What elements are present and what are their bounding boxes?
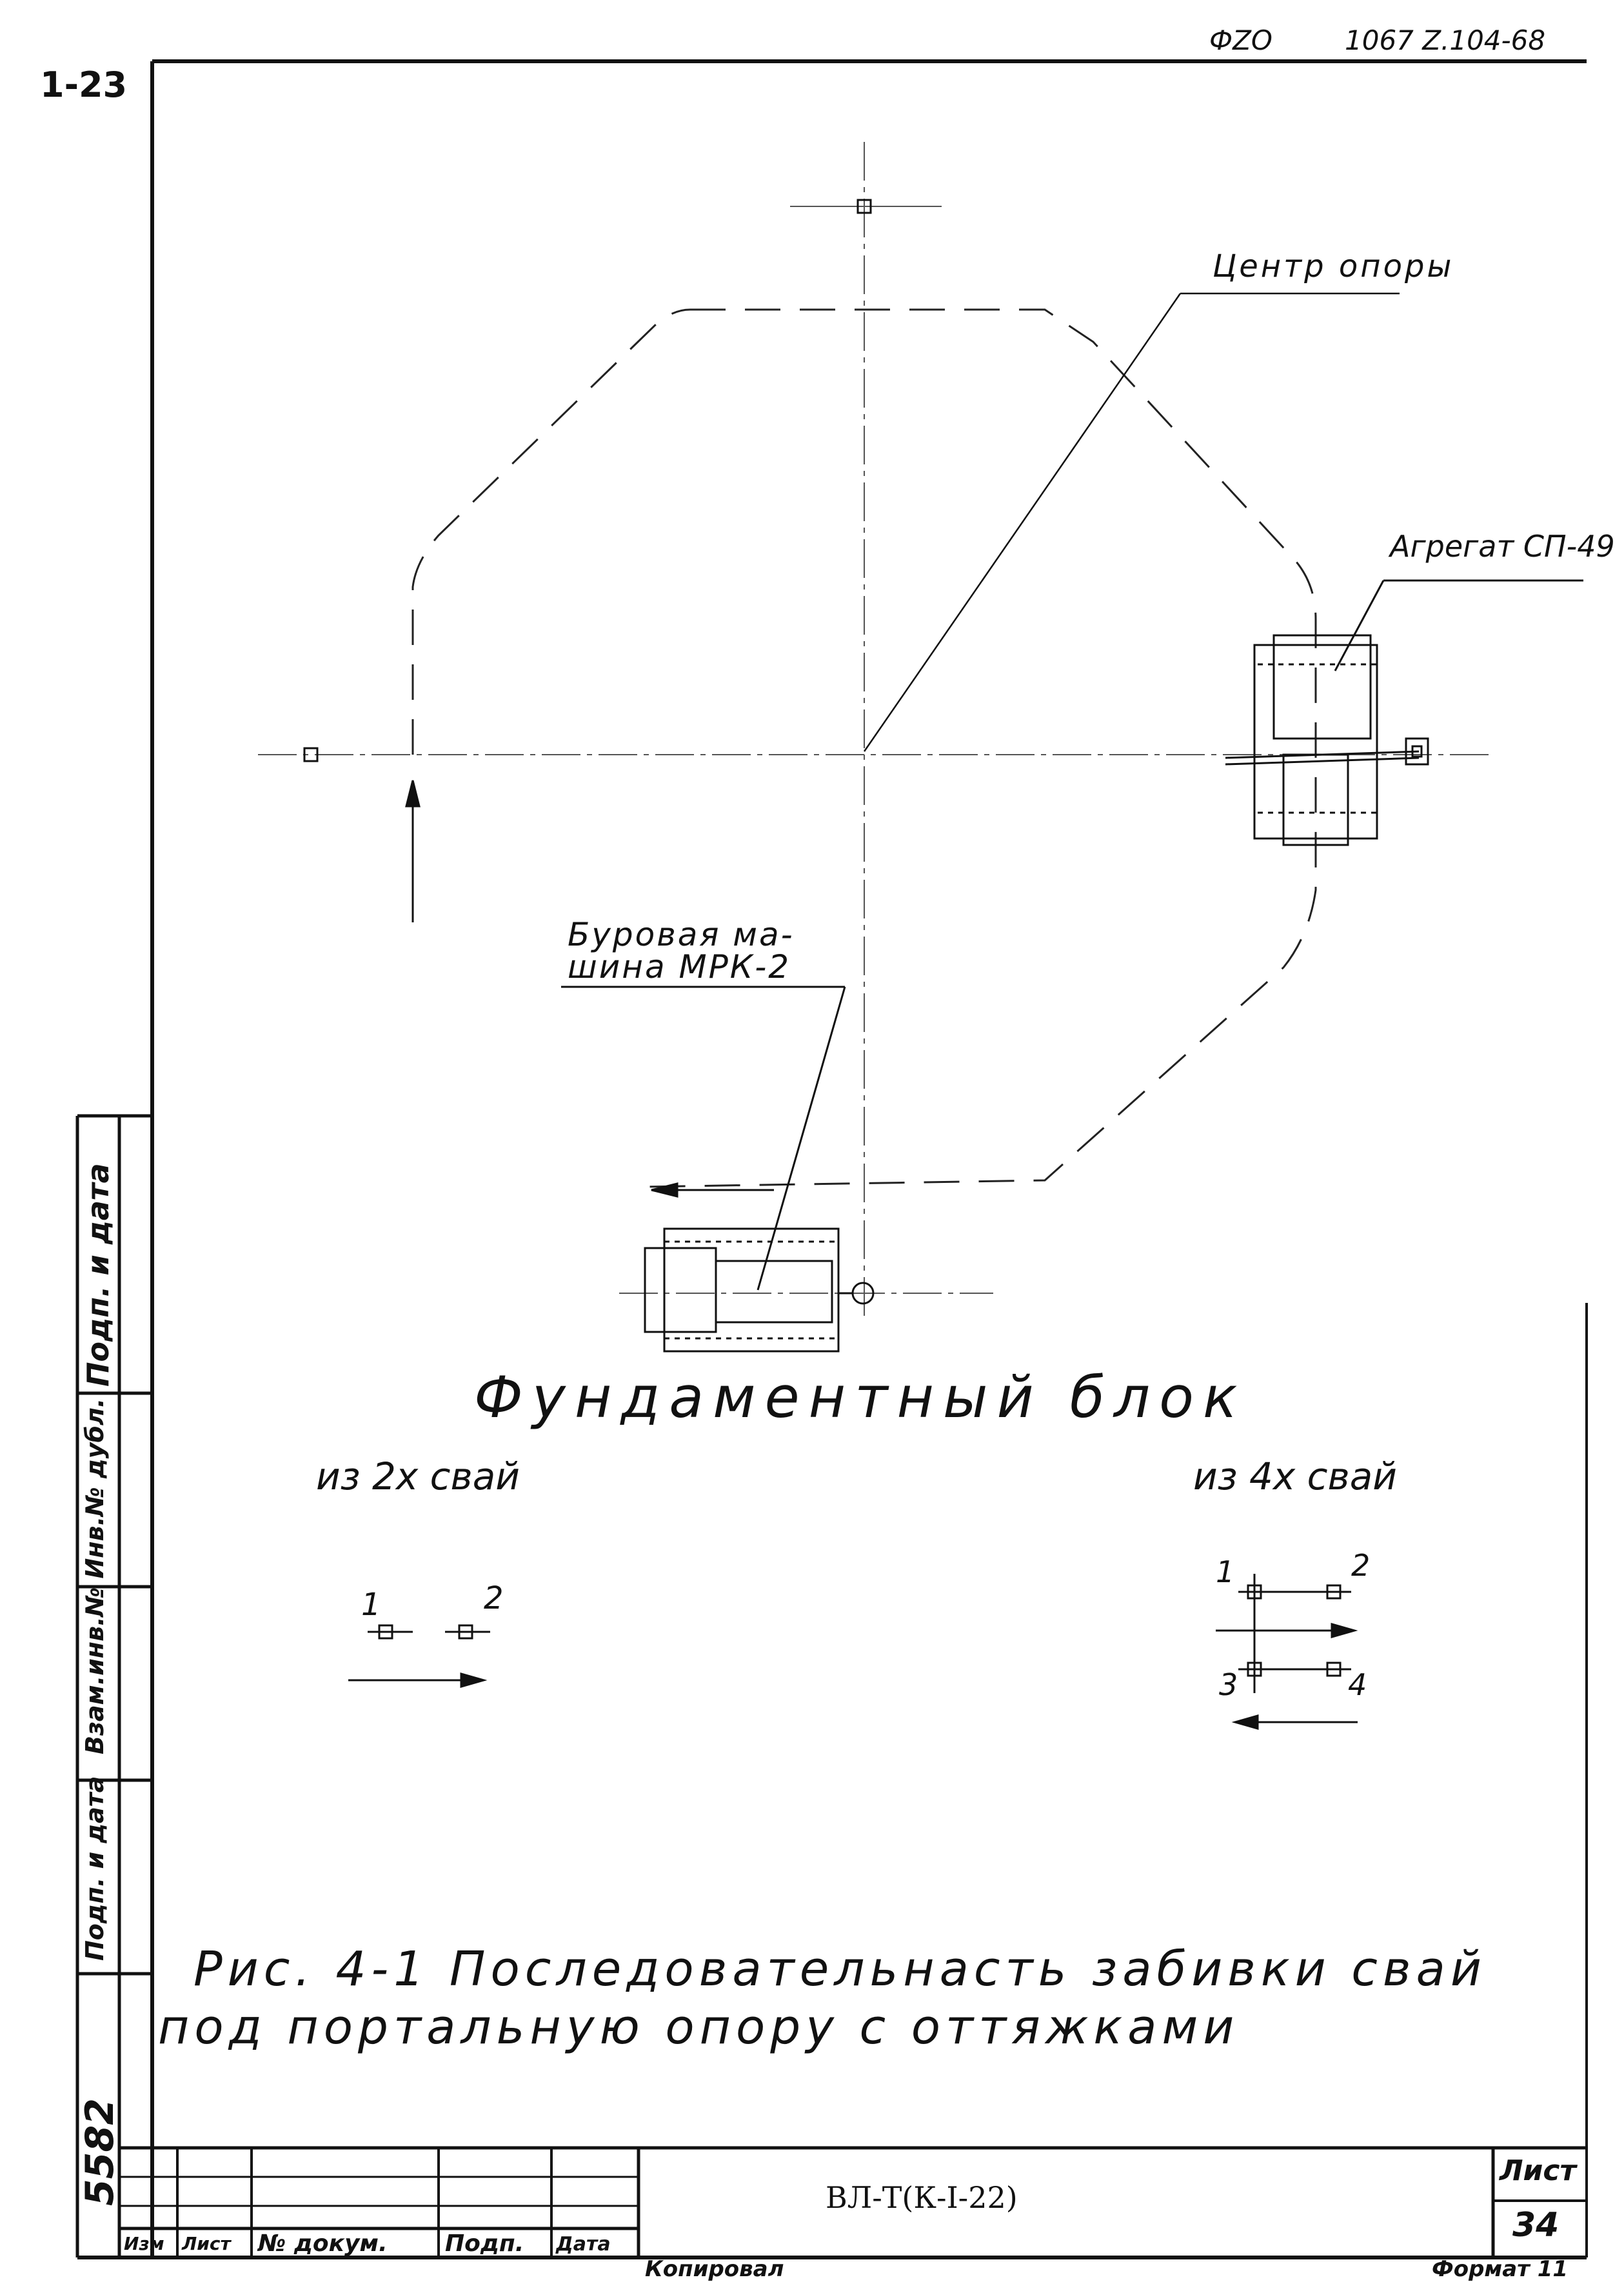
pile-number-1: 1 <box>1216 1554 1235 1589</box>
foundation-block-title: Фундаментный блок <box>474 1364 1247 1431</box>
drill-machine-mrk2 <box>561 986 875 1353</box>
margin-exchange-label: Взам.инв.№ Инв.№ дубл. <box>81 1398 109 1754</box>
column-sign: Подп. <box>445 2230 524 2257</box>
sheet-label: Лист <box>1500 2154 1576 2187</box>
support-center-leader <box>863 292 1400 752</box>
sheet-number: 34 <box>1512 2206 1560 2245</box>
margin-inventory-number: 5582 <box>77 2098 123 2206</box>
column-change: Изм <box>124 2233 164 2254</box>
column-sheet: Лист <box>182 2233 231 2254</box>
center-axes <box>258 142 1490 1316</box>
column-doc-no: № докум. <box>258 2230 388 2257</box>
corner-mark: 1-23 <box>40 64 128 105</box>
pile-number-2: 2 <box>484 1580 504 1616</box>
pile-number-4: 4 <box>1348 1667 1367 1702</box>
four-pile-scheme <box>1216 1574 1358 1730</box>
support-center-label: Центр опоры <box>1213 248 1454 284</box>
document-code: ВЛ-Т(К-I-22) <box>826 2180 1018 2215</box>
two-pile-scheme <box>348 1624 490 1688</box>
figure-caption-line1: Рис. 4-1 Последовательнасть забивки свай <box>193 1941 1487 1997</box>
two-piles-heading: из 2х свай <box>316 1454 520 1498</box>
pile-number-2: 2 <box>1351 1548 1371 1583</box>
margin-sign-date-label-2: Подп. и дата <box>81 1776 109 1961</box>
four-piles-heading: из 4х свай <box>1193 1454 1397 1498</box>
unit-sp49-machine <box>1225 579 1583 846</box>
left-margin-stamp <box>75 1114 152 2257</box>
pile-marker-left <box>303 747 319 762</box>
pile-number-1: 1 <box>361 1587 381 1623</box>
pile-number-3: 3 <box>1219 1667 1238 1702</box>
margin-sign-date-label: Подп. и дата <box>81 1163 115 1387</box>
drill-machine-label-line2: шина МРК-2 <box>568 948 791 986</box>
drawing-frame <box>77 59 1588 2259</box>
top-right-number: 1067 Z.104-68 <box>1345 25 1546 56</box>
drill-machine-label-line1: Буровая ма- <box>568 916 795 953</box>
pile-marker-top <box>857 199 872 214</box>
column-date: Дата <box>556 2233 611 2256</box>
direction-arrow-up <box>405 780 421 922</box>
title-block <box>119 2146 1587 2257</box>
footer-copied: Копировал <box>645 2256 784 2282</box>
unit-sp49-label: Агрегат СП-49 <box>1390 529 1615 564</box>
direction-arrow-left <box>651 1182 774 1198</box>
figure-caption-line2: под портальную опору с оттяжками <box>158 1999 1240 2055</box>
footer-format: Формат 11 <box>1432 2256 1569 2282</box>
top-right-code: ФZO <box>1209 25 1272 56</box>
